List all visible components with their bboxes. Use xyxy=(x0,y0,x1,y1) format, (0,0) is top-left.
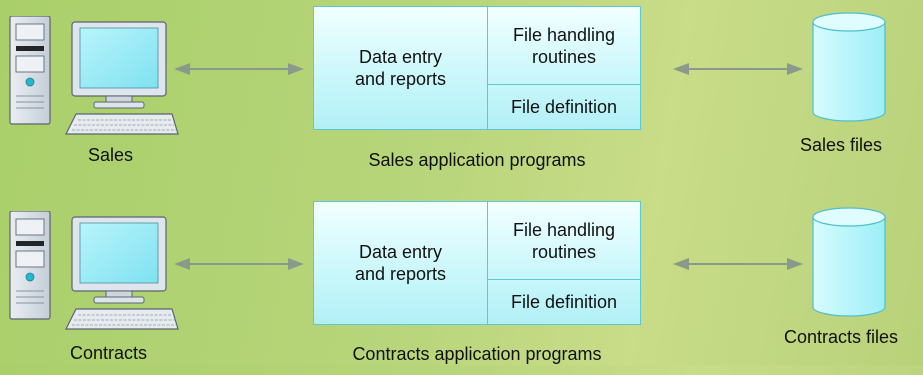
sales-app-files-arrow xyxy=(671,61,805,77)
contracts-files-database-icon xyxy=(812,207,886,317)
sales-file-handling-cell: File handling routines xyxy=(488,7,640,85)
contracts-user-app-arrow xyxy=(174,256,304,272)
sales-application-box: Data entry and reports File handling rou… xyxy=(313,6,641,130)
contracts-files-label: Contracts files xyxy=(784,327,899,347)
sales-files-database-icon xyxy=(812,12,886,122)
contracts-user-label: Contracts xyxy=(70,343,148,363)
contracts-computer-icon xyxy=(6,211,186,331)
contracts-application-box: Data entry and reports File handling rou… xyxy=(313,201,641,325)
sales-user-app-arrow xyxy=(174,61,304,77)
sales-computer-icon xyxy=(6,16,186,136)
contracts-file-definition-cell: File definition xyxy=(510,292,618,312)
contracts-data-entry-cell: Data entry and reports xyxy=(314,202,488,324)
sales-files-label: Sales files xyxy=(800,135,883,155)
sales-app-label: Sales application programs xyxy=(368,150,586,170)
contracts-file-handling-cell: File handling routines xyxy=(488,202,640,280)
contracts-app-label: Contracts application programs xyxy=(352,344,602,364)
sales-row: Sales Data entry and reports File handli… xyxy=(0,0,923,180)
sales-user-label: Sales xyxy=(88,145,134,165)
contracts-app-files-arrow xyxy=(671,256,805,272)
sales-file-definition-cell: File definition xyxy=(510,97,618,117)
contracts-row: Contracts Data entry and reports File ha… xyxy=(0,195,923,375)
sales-data-entry-cell: Data entry and reports xyxy=(314,7,488,129)
